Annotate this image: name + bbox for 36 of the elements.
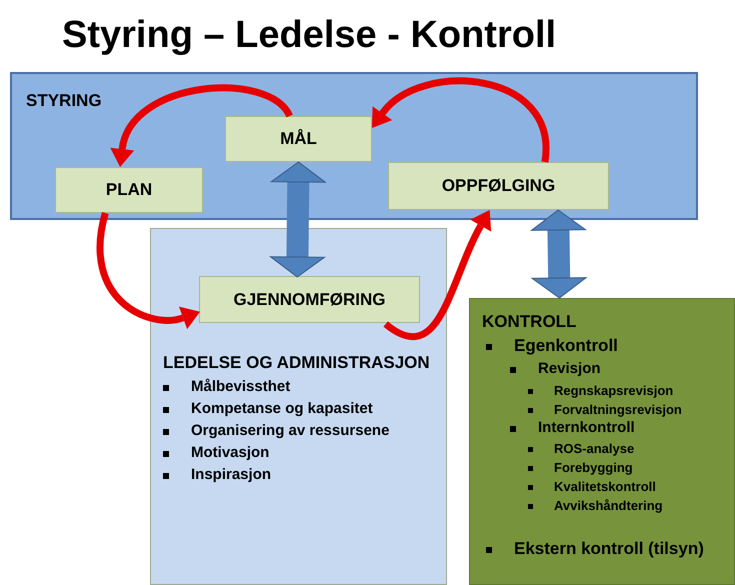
list-item: Målbevissthet bbox=[191, 377, 290, 397]
panel bbox=[150, 228, 447, 585]
process-box bbox=[199, 276, 420, 323]
list-item: Inspirasjon bbox=[191, 465, 272, 485]
curved-arrow bbox=[384, 210, 492, 340]
list-item: Kvalitetskontroll bbox=[554, 478, 656, 496]
list-item: Regnskapsrevisjon bbox=[554, 382, 674, 400]
curved-arrow bbox=[370, 78, 550, 162]
list-item: Forvaltningsrevisjon bbox=[554, 401, 682, 419]
double-arrow bbox=[270, 162, 326, 278]
box-label: MÅL bbox=[280, 128, 317, 150]
list-item: Forebygging bbox=[554, 459, 633, 477]
section-heading: STYRING bbox=[26, 90, 102, 112]
list-item: Internkontroll bbox=[538, 418, 635, 438]
list-item: Kompetanse og kapasitet bbox=[191, 399, 373, 419]
panel bbox=[10, 72, 698, 220]
box-label: OPPFØLGING bbox=[442, 175, 556, 198]
list-item: Avvikshåndtering bbox=[554, 497, 663, 515]
process-box bbox=[388, 162, 609, 210]
curved-arrow bbox=[96, 212, 201, 330]
double-arrow bbox=[530, 210, 587, 298]
process-box bbox=[469, 298, 735, 585]
list-item: Organisering av ressursene bbox=[191, 421, 390, 441]
section-heading: LEDELSE OG ADMINISTRASJON bbox=[163, 353, 430, 373]
section-heading: KONTROLL bbox=[482, 312, 576, 332]
process-box bbox=[225, 116, 372, 162]
list-item: Motivasjon bbox=[191, 443, 270, 463]
box-label: GJENNOMFØRING bbox=[233, 288, 386, 311]
title: Styring – Ledelse - Kontroll bbox=[62, 13, 556, 58]
list-item: Egenkontroll bbox=[514, 336, 618, 356]
process-box bbox=[55, 167, 203, 213]
curved-arrow bbox=[110, 84, 293, 166]
list-item: ROS-analyse bbox=[554, 440, 634, 458]
list-item: Revisjon bbox=[538, 359, 601, 379]
box-label: PLAN bbox=[106, 179, 152, 202]
list-item: Ekstern kontroll (tilsyn) bbox=[514, 539, 704, 559]
